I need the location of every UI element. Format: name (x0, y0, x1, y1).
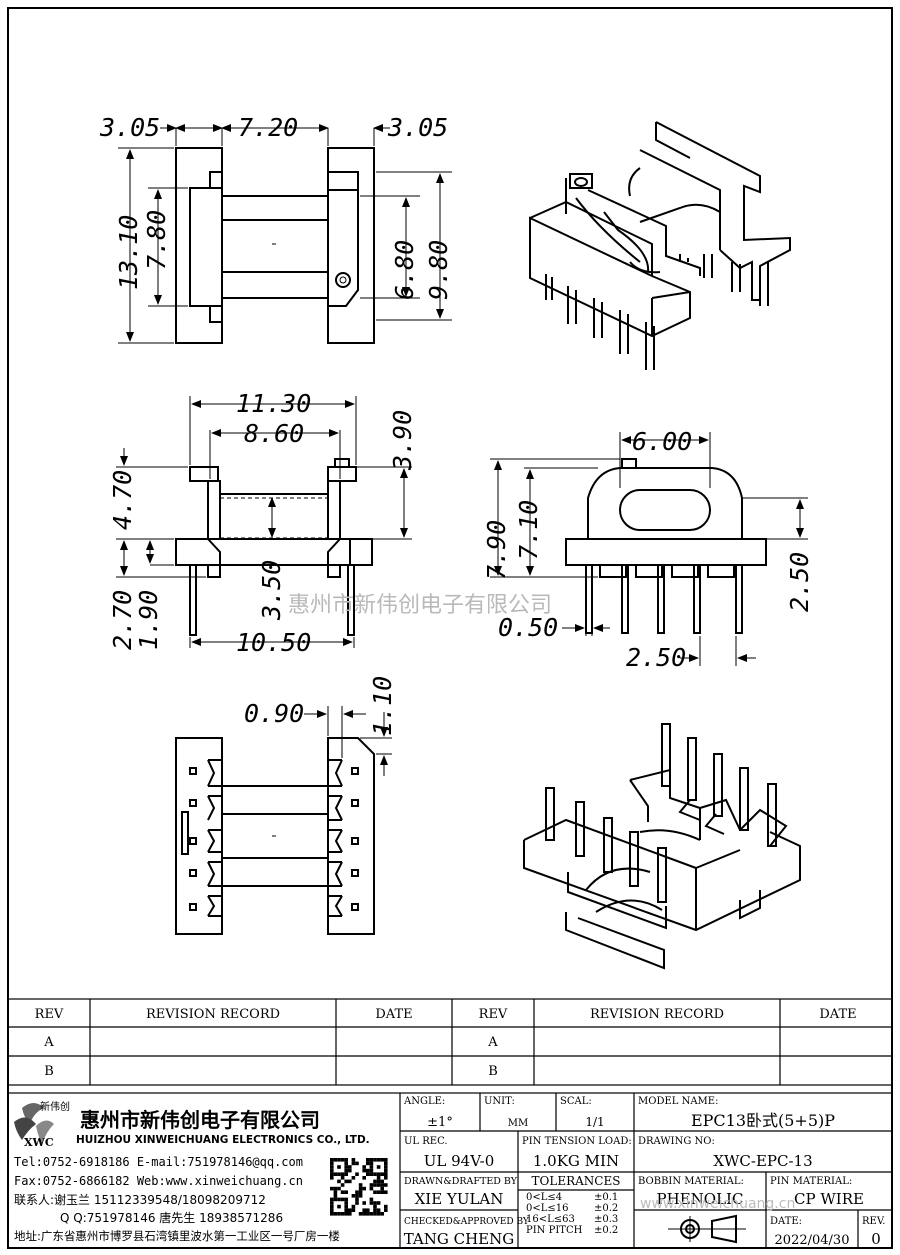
company-logo: 新伟创 XWC (14, 1100, 70, 1149)
dim-7-10: 7.10 (514, 500, 543, 560)
logo-text: XWC (24, 1136, 54, 1149)
dim-9-80: 9.80 (424, 240, 453, 300)
tol-value-4: ±0.2 (594, 1225, 618, 1236)
rev-header-2: REV (479, 1007, 508, 1022)
drawn-label: DRAWN&DRAFTED BY (404, 1176, 518, 1187)
dim-7-80: 7.80 (142, 210, 171, 270)
dim-top-left: 3.05 (99, 113, 160, 142)
angle-label: ANGLE: (403, 1096, 445, 1107)
pin-material-label: PIN MATERIAL: (770, 1176, 852, 1187)
logo-small-text: 新伟创 (40, 1100, 70, 1113)
projection-symbol-icon (668, 1214, 746, 1244)
drawn-value: XIE YULAN (415, 1190, 504, 1208)
rev-header-1: REV (35, 1007, 64, 1022)
side-view: 6.00 7.90 7.10 2.50 0.50 2.50 (482, 427, 814, 672)
company-name-cn: 惠州市新伟创电子有限公司 (80, 1108, 320, 1132)
rev-label: REV. (862, 1216, 885, 1227)
date-label: DATE: (770, 1216, 802, 1227)
tol-range-2: 0<L≤16 (526, 1203, 569, 1214)
revision-record-header-1: REVISION RECORD (146, 1007, 280, 1022)
tel-line: Tel:0752-6918186 E-mail:751978146@qq.com (14, 1155, 303, 1169)
dim-4-70: 4.70 (108, 470, 137, 530)
unit-label: UNIT: (484, 1096, 515, 1107)
revision-record-header-2: REVISION RECORD (590, 1007, 724, 1022)
scale-value: 1/1 (585, 1115, 604, 1129)
watermark-corner: www.xinweichuang.cn (640, 1196, 795, 1212)
scale-label: SCAL: (560, 1096, 592, 1107)
tolerances-label: TOLERANCES (532, 1174, 621, 1188)
watermark-center: 惠州市新伟创电子有限公司 (288, 593, 552, 618)
dim-11-30: 11.30 (236, 389, 311, 418)
ul-rec-value: UL 94V-0 (424, 1152, 495, 1170)
drawing-no-value: XWC-EPC-13 (713, 1152, 812, 1170)
dim-0-90: 0.90 (244, 699, 304, 728)
rev-row-b-1: B (44, 1064, 54, 1079)
fax-line: Fax:0752-6866182 Web:www.xinweichuang.cn (14, 1174, 303, 1188)
dim-3-90: 3.90 (388, 410, 417, 471)
model-name-label: MODEL NAME: (638, 1096, 718, 1107)
dim-13-10: 13.10 (114, 215, 143, 290)
dim-7-90: 7.90 (482, 520, 511, 580)
tol-range-4: PIN PITCH (526, 1225, 583, 1236)
address-line: 地址:广东省惠州市博罗县石湾镇里波水第一工业区一号厂房一楼 (14, 1229, 340, 1243)
dim-top-right: 3.05 (387, 113, 448, 142)
date-header-1: DATE (375, 1007, 412, 1022)
front-view: 11.30 8.60 3.90 4.70 2.70 1.90 3.50 10.5… (108, 389, 417, 657)
rev-row-a-2: A (487, 1035, 498, 1050)
bottom-view: 0.90 1.10 (175, 676, 397, 935)
revision-table (7, 998, 893, 1086)
dim-8-60: 8.60 (244, 419, 304, 448)
rev-row-b-2: B (488, 1064, 498, 1079)
company-name-en: HUIZHOU XINWEICHUANG ELECTRONICS CO., LT… (76, 1134, 370, 1146)
dim-top-mid: 7.20 (238, 113, 298, 142)
angle-value: ±1° (427, 1115, 453, 1130)
model-name-value: EPC13卧式(5+5)P (691, 1111, 835, 1130)
tol-value-1: ±0.1 (594, 1192, 618, 1203)
qr-code (330, 1158, 388, 1216)
checked-label: CHECKED&APPROVED BY (404, 1217, 530, 1227)
tol-value-3: ±0.3 (594, 1214, 618, 1225)
tol-range-3: 16<L≤63 (526, 1214, 575, 1225)
ul-rec-label: UL REC. (404, 1136, 448, 1147)
drawing-no-label: DRAWING NO: (638, 1136, 715, 1147)
dim-3-50: 3.50 (257, 560, 286, 621)
date-header-2: DATE (819, 1007, 856, 1022)
dim-2-70: 2.70 (108, 590, 137, 650)
top-view: 3.05 7.20 3.05 13.10 7.80 6.80 9.80 (99, 113, 453, 344)
pin-tension-value: 1.0KG MIN (533, 1152, 619, 1170)
title-block-grid (7, 1092, 893, 1249)
pin-tension-label: PIN TENSION LOAD: (522, 1136, 632, 1147)
dim-2-50-h: 2.50 (626, 643, 686, 672)
dim-2-50-v: 2.50 (785, 552, 814, 612)
dim-1-90: 1.90 (134, 590, 163, 650)
unit-value: MM (508, 1118, 528, 1129)
bobbin-material-value: PHENOLIC (657, 1190, 744, 1208)
dim-0-50: 0.50 (498, 613, 558, 642)
checked-value: TANG CHENG (404, 1230, 515, 1248)
pin-material-value: CP WIRE (794, 1190, 864, 1208)
rev-row-a-1: A (43, 1035, 54, 1050)
date-value: 2022/04/30 (775, 1233, 850, 1248)
tol-value-2: ±0.2 (594, 1203, 618, 1214)
bobbin-material-label: BOBBIN MATERIAL: (638, 1176, 744, 1187)
isometric-view-top (529, 121, 791, 370)
tol-range-1: 0<L≤4 (526, 1192, 562, 1203)
contact-line: 联系人:谢玉兰 15112339548/18098209712 (14, 1192, 266, 1207)
dim-10-50: 10.50 (236, 628, 311, 657)
dim-1-10: 1.10 (368, 676, 397, 736)
isometric-view-bottom (523, 723, 801, 970)
qq-line: Q Q:751978146 唐先生 18938571286 (60, 1210, 283, 1225)
dim-6-00: 6.00 (632, 427, 692, 456)
rev-value: 0 (871, 1230, 881, 1248)
dim-6-80: 6.80 (390, 240, 419, 300)
